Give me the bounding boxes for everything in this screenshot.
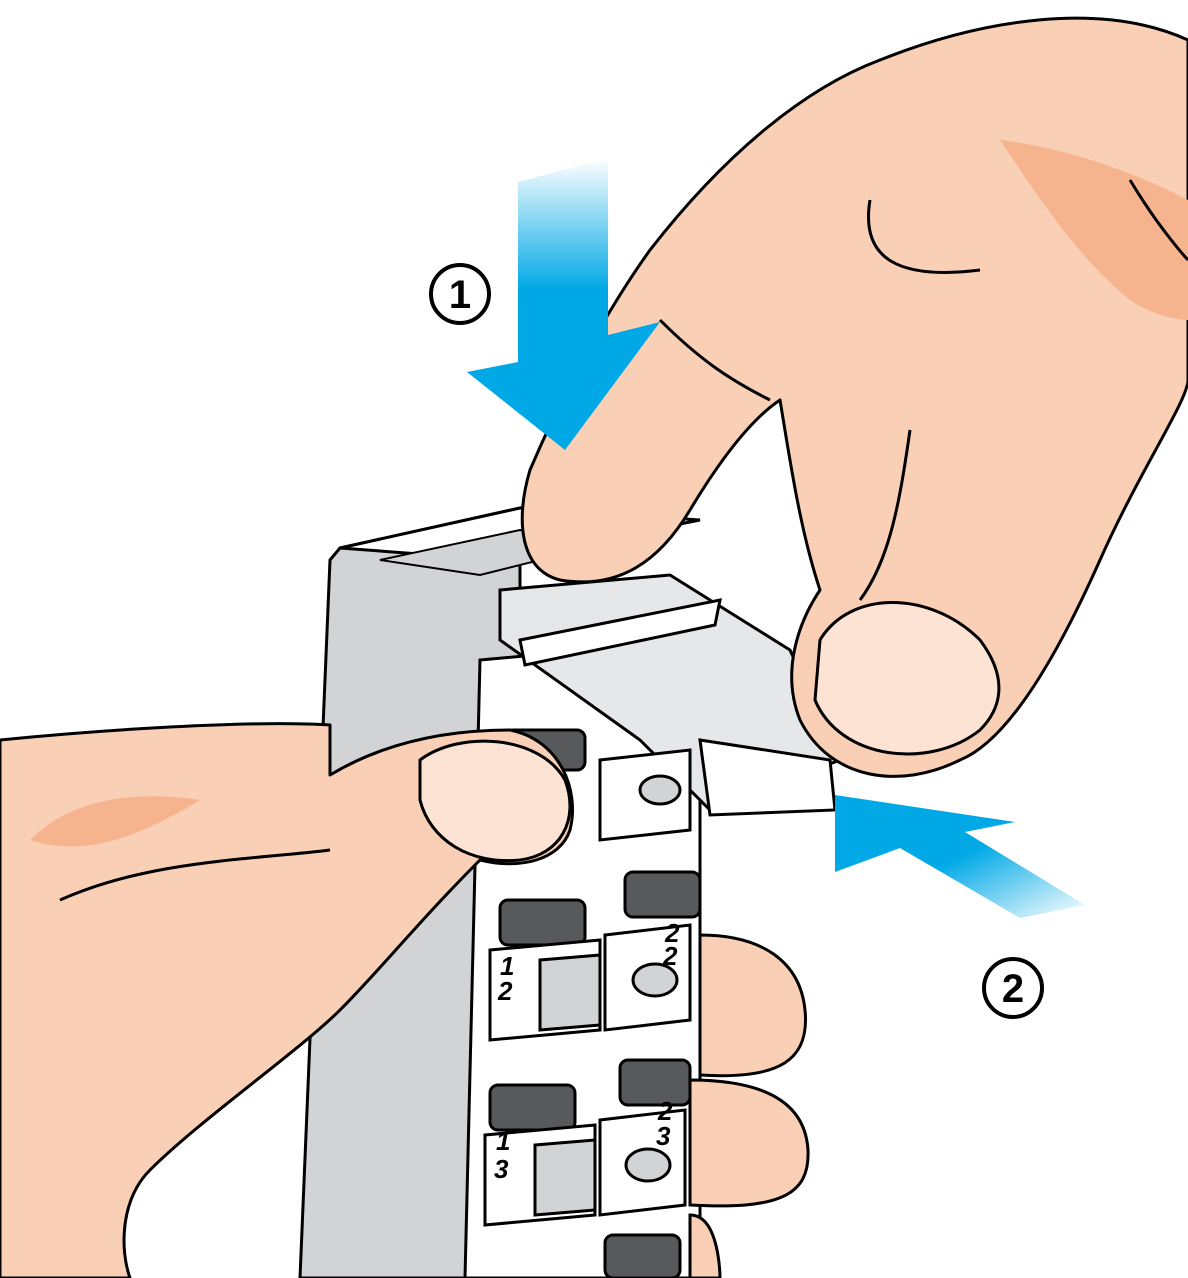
wire-release-lever <box>623 870 702 919</box>
arrow-press-down <box>467 158 660 450</box>
step-1-number: 1 <box>449 273 471 317</box>
terminal-labels: 1 2 2 2 1 3 2 3 <box>494 918 680 1184</box>
terminal-label-22-top: 2 <box>664 918 680 948</box>
thumbnail <box>418 739 572 863</box>
terminal-row-2 <box>488 870 702 1042</box>
terminal-row-3 <box>483 1058 692 1227</box>
fingers-behind-block <box>688 933 810 1278</box>
terminal-label-23-bottom: 3 <box>656 1121 671 1151</box>
release-latch <box>498 573 843 817</box>
wire-release-lever <box>618 1058 692 1107</box>
arrow-push-in <box>835 795 1085 918</box>
terminal-block <box>463 573 843 1278</box>
terminal-label-23-top: 2 <box>657 1096 673 1126</box>
terminal-label-13-top: 1 <box>496 1126 510 1156</box>
terminal-label-13-bottom: 3 <box>494 1154 509 1184</box>
terminal-row-4 <box>603 1233 682 1278</box>
step-2-callout: 2 <box>982 957 1044 1019</box>
left-hand <box>0 722 574 1278</box>
terminal-label-12-bottom: 2 <box>497 976 513 1006</box>
wire-release-lever <box>498 898 587 947</box>
step-2-number: 2 <box>1002 967 1024 1011</box>
terminal-label-22-bottom: 2 <box>662 941 678 971</box>
wire-release-lever <box>488 1083 577 1132</box>
step-1-callout: 1 <box>429 263 491 325</box>
terminal-label-12-top: 1 <box>500 951 514 981</box>
right-hand <box>520 16 1188 778</box>
wire-release-lever <box>603 1233 682 1278</box>
thumbnail <box>813 601 1001 756</box>
